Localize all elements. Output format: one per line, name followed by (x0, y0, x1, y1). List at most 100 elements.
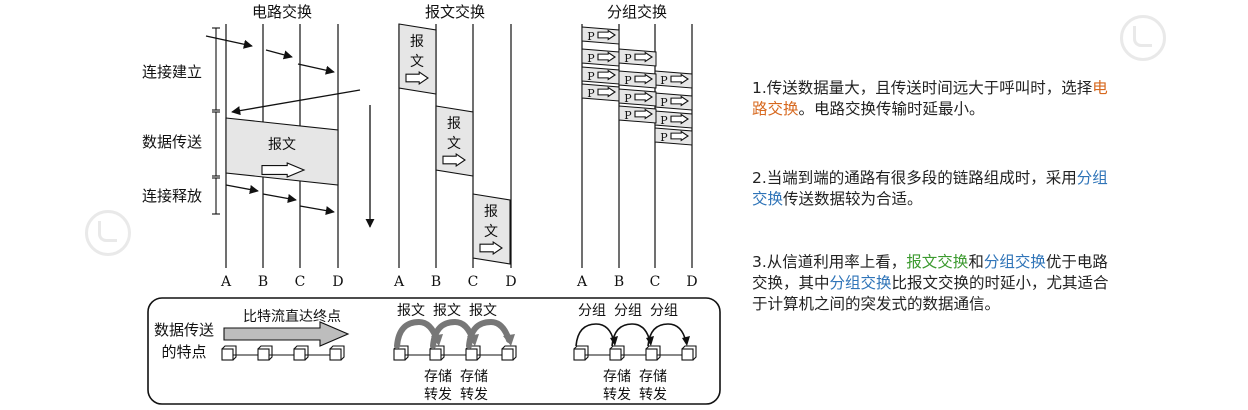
legend-message-curve-3 (466, 318, 512, 349)
phase-label-setup: 连接建立 (142, 63, 202, 81)
legend-message-store-2: 存储 (460, 369, 488, 385)
legend-packet-curve-1 (575, 323, 615, 347)
watermark-logo-icon-2 (85, 210, 131, 256)
packet-2-hop-1-arrow (597, 51, 616, 63)
legend-message-node-3 (465, 348, 478, 361)
legend-message-forward-2: 转发 (460, 387, 488, 403)
packet-node-label-d: D (686, 274, 697, 290)
legend-packet-label-3: 分组 (650, 303, 678, 319)
release-bc (262, 193, 297, 204)
highlight-packet-switching: 分组交换 (752, 169, 1108, 208)
legend-circuit-node-3 (293, 348, 306, 361)
message-node-label-b: B (431, 274, 441, 290)
packet-4-hop-1-label: P (587, 87, 595, 100)
packet-1-hop-1-arrow (597, 29, 616, 41)
release-cd (299, 205, 335, 216)
circuit-data-band (225, 117, 339, 186)
legend-packet-curve-3 (647, 323, 687, 347)
legend-packet-node-2-depth (609, 345, 625, 361)
legend-packet-curve-head-1 (610, 336, 618, 346)
circuit-node-label-c: C (295, 274, 306, 290)
phase-label-transfer: 数据传送 (142, 133, 202, 151)
message-block-bc-char-1: 报 (447, 116, 461, 132)
legend-message-node-4 (501, 348, 514, 361)
packet-3-hop-2-label: P (624, 92, 632, 105)
legend-packet-node-1-depth (573, 345, 589, 361)
legend-row-label-line1: 数据传送 (154, 321, 214, 339)
packet-4-hop-3-label: P (660, 131, 668, 144)
legend-circuit-caption: 比特流直达终点 (243, 308, 341, 325)
note-packet-switching: 2.当端到端的通路有很多段的链路组成时，采用分组交换传送数据较为合适。 (752, 169, 1108, 208)
message-node-label-c: C (468, 274, 479, 290)
packet-3-hop-2-arrow (634, 91, 653, 103)
legend-packet-curve-head-2 (646, 336, 654, 346)
packet-2-hop-3-label: P (660, 96, 668, 109)
packet-3-hop-1-label: P (587, 70, 595, 83)
packet-1-hop-2-label: P (624, 52, 632, 65)
legend-message-node-1 (393, 348, 406, 361)
message-block-cd-char-2: 文 (484, 224, 498, 240)
legend-packet-node-4-depth (681, 345, 697, 361)
legend-circuit-node-4 (329, 348, 342, 361)
circuit-switching-title: 电路交换 (252, 3, 312, 21)
legend-message-curve-2 (430, 318, 476, 349)
message-block-ab-arrow (405, 70, 429, 86)
legend-circuit-node-2 (257, 348, 270, 361)
circuit-node-label-b: B (258, 274, 268, 290)
legend-packet-curve-head-3 (682, 336, 690, 346)
legend-circuit-node-1 (221, 348, 234, 361)
legend-packet-node-2 (609, 348, 622, 361)
legend-packet-node-1 (573, 348, 586, 361)
setup-request-cd (297, 63, 335, 75)
release-ab (225, 184, 259, 194)
legend-circuit-node-4-depth (329, 345, 345, 361)
transfer-characteristics-legend: 数据传送的特点比特流直达终点报文报文报文分组分组分组存储转发存储转发存储转发存储… (147, 297, 721, 405)
legend-message-store-1: 存储 (424, 369, 452, 385)
packet-1-hop-2-arrow (634, 51, 653, 63)
legend-message-node-4-depth (501, 345, 517, 361)
legend-packet-store-2: 存储 (639, 369, 667, 385)
legend-circuit-node-2-depth (257, 345, 273, 361)
packet-3-hop-3-label: P (660, 114, 668, 127)
circuit-node-label-a: A (220, 274, 232, 290)
note-circuit-switching: 1.传送数据量大，且传送时间远大于呼叫时，选择电路交换。电路交换传输时延最小。 (752, 79, 1108, 118)
setup-request-bc (265, 49, 293, 60)
legend-packet-curve-2 (611, 323, 651, 347)
message-node-label-a: A (393, 274, 405, 290)
packet-node-label-a: A (576, 274, 588, 290)
legend-packet-store-1: 存储 (603, 369, 631, 385)
message-block-ab-char-1: 报 (410, 34, 424, 50)
packet-node-label-b: B (614, 274, 624, 290)
packet-3-hop-3-arrow (670, 113, 689, 125)
message-block-ab-char-2: 文 (410, 54, 424, 70)
legend-packet-forward-1: 转发 (603, 387, 631, 403)
legend-message-label-1: 报文 (397, 303, 425, 319)
legend-circuit-node-1-depth (221, 345, 237, 361)
legend-packet-label-1: 分组 (578, 303, 606, 319)
packet-2-hop-3-arrow (670, 95, 689, 107)
legend-packet-forward-2: 转发 (639, 387, 667, 403)
highlight-packet-switching-3: 分组交换 (829, 274, 892, 292)
circuit-message-arrow (261, 162, 306, 178)
note-channel-utilization: 3.从信道利用率上看，报文交换和分组交换优于电路交换，其中分组交换比报文交换的时… (752, 253, 1109, 313)
message-block-bc-arrow (442, 152, 466, 168)
setup-ack-return (231, 89, 361, 116)
legend-packet-label-2: 分组 (614, 303, 642, 319)
legend-message-curve-head-3 (503, 334, 515, 346)
legend-row-label-line2: 的特点 (161, 343, 206, 361)
circuit-message-label: 报文 (268, 137, 296, 153)
packet-2-hop-2-label: P (624, 74, 632, 87)
watermark-logo-icon (1120, 15, 1166, 61)
message-block-cd-char-1: 报 (484, 204, 498, 220)
packet-4-hop-1-arrow (597, 86, 616, 98)
legend-message-forward-1: 转发 (424, 387, 452, 403)
message-node-label-d: D (505, 274, 516, 290)
packet-switching-title: 分组交换 (607, 3, 667, 21)
message-switching-title: 报文交换 (425, 3, 485, 21)
legend-bitstream-arrow (223, 321, 350, 347)
legend-packet-node-3 (645, 348, 658, 361)
